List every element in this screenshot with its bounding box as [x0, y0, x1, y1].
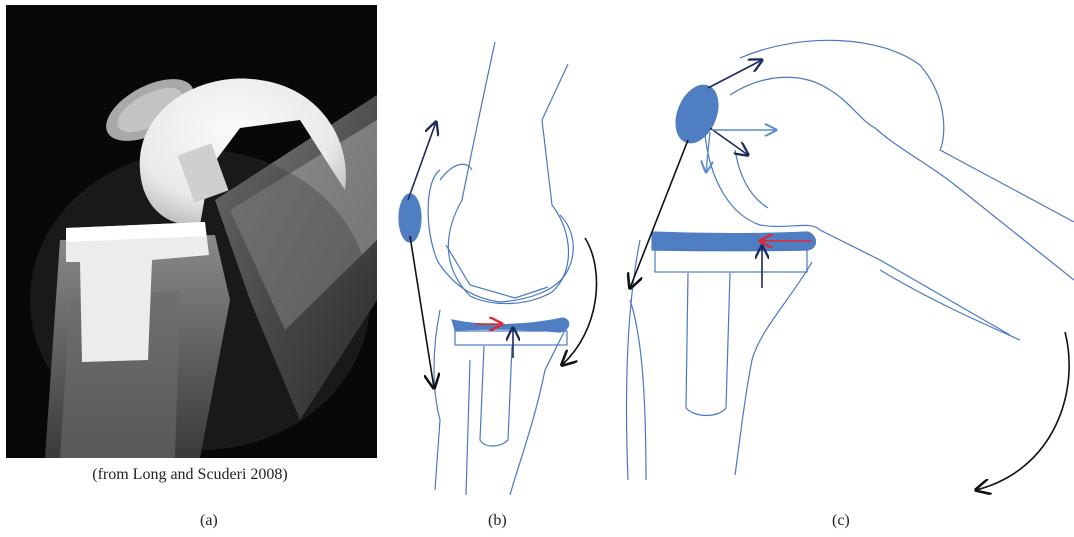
flexion-moment-arrow	[562, 238, 597, 365]
panel-label-c: (c)	[832, 512, 850, 530]
image-credit: (from Long and Scuderi 2008)	[5, 466, 375, 484]
patellar-tendon-arrow-flexed	[630, 140, 688, 288]
tibial-stem	[480, 346, 512, 446]
xray-image	[6, 5, 377, 458]
flexion-moment-arrow-flexed	[976, 332, 1069, 490]
tibial-tray-flexed	[655, 250, 807, 272]
contact-force-arrow-flexed	[710, 128, 748, 155]
panel-label-b: (b)	[488, 512, 507, 530]
tibial-insert	[452, 318, 569, 332]
patella-flexed	[668, 79, 726, 149]
patellar-tendon-arrow	[410, 236, 434, 388]
patella	[399, 194, 421, 242]
panel-label-a: (a)	[200, 512, 218, 530]
tibial-tray	[455, 331, 567, 345]
knee-diagram-flexed	[627, 40, 1074, 490]
quad-force-arrow	[408, 122, 436, 200]
component-force-down	[706, 132, 710, 172]
tibial-stem-flexed	[686, 273, 730, 416]
knee-diagram-extended	[399, 42, 597, 495]
femur-inner-condyle	[428, 170, 573, 302]
femur-outline	[448, 42, 568, 304]
femur-outline-flexed	[740, 40, 1074, 222]
quad-force-arrow-flexed	[708, 60, 762, 88]
